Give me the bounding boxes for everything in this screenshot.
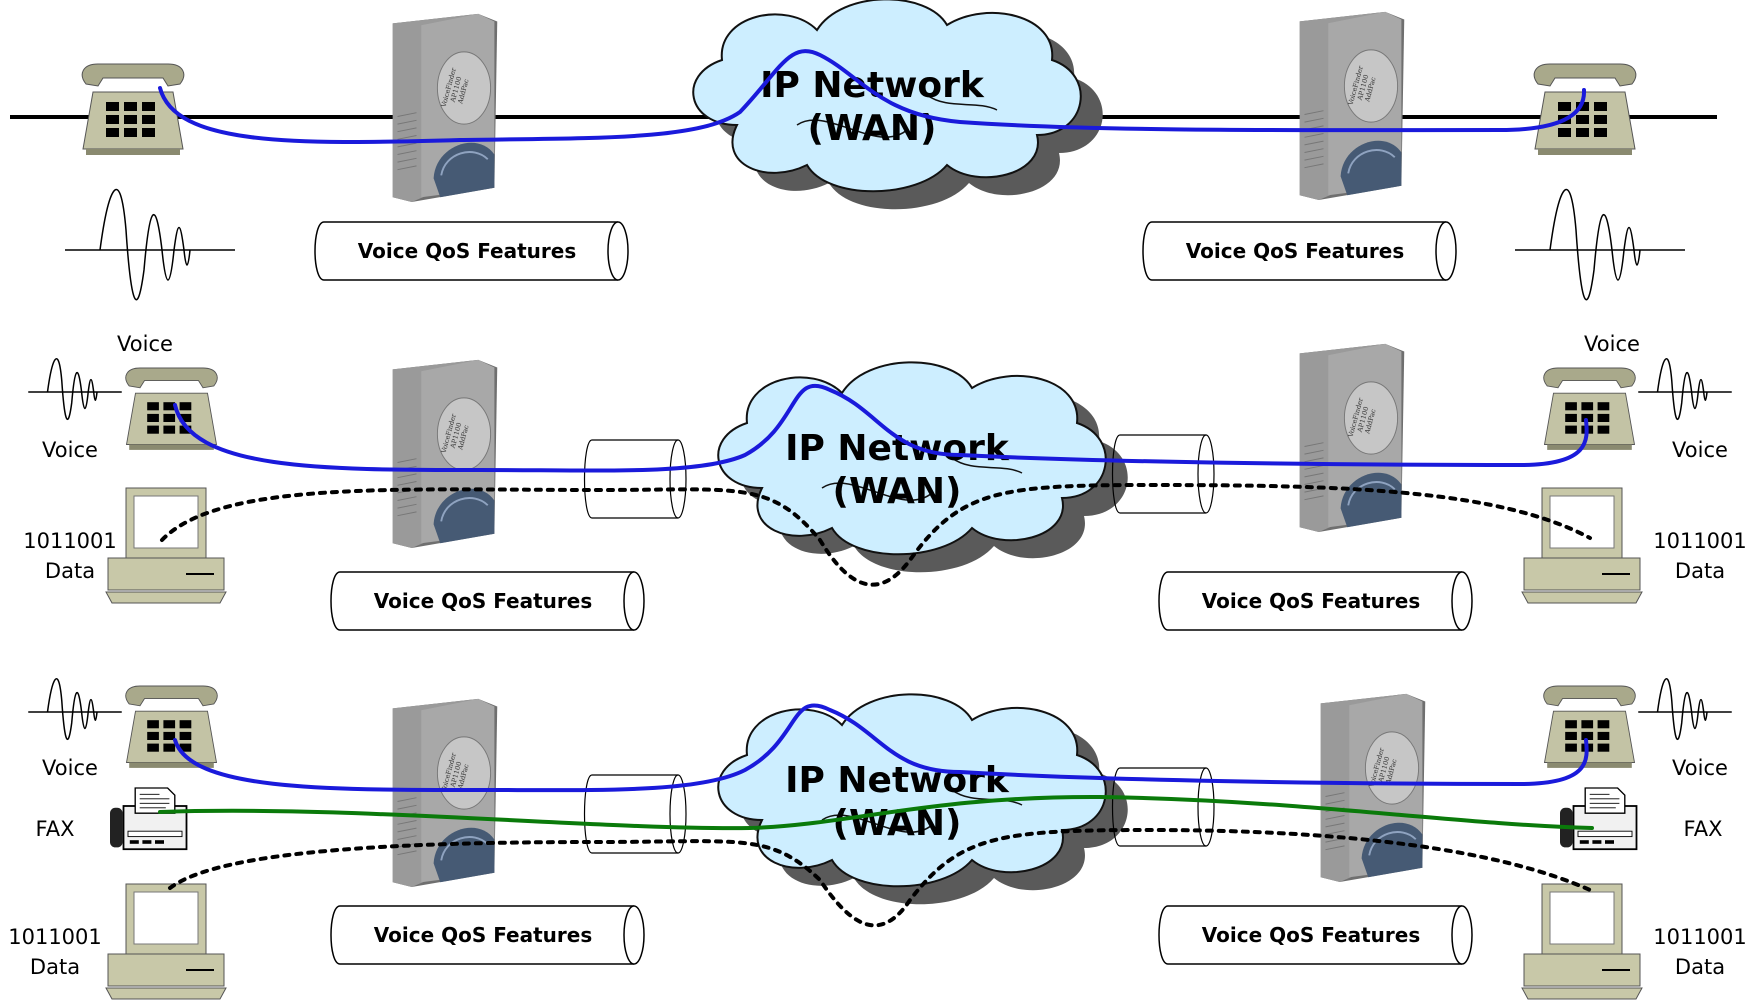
voice-qos-pipe: Voice QoS Features: [330, 571, 645, 631]
data-path: [168, 827, 1592, 928]
ip-network-cloud: IP Network(WAN): [717, 361, 1128, 573]
qos-label: Voice QoS Features: [358, 239, 577, 263]
voice-qos-pipe: Voice QoS Features: [1142, 221, 1457, 281]
computer-left: [105, 883, 227, 1000]
qos-label: Voice QoS Features: [374, 923, 593, 947]
computer-right: [1521, 883, 1643, 1000]
cloud-title: IP Network: [760, 65, 985, 106]
voice-label-left: Voice: [117, 332, 173, 356]
voice-qos-pipe: Voice QoS Features: [1158, 571, 1473, 631]
data-label-left: Data: [30, 955, 80, 979]
cloud-subtitle: (WAN): [833, 803, 962, 844]
fax-machine-right: [1559, 787, 1638, 851]
voice-waveform-left: [65, 188, 235, 301]
data-bits-label-right: 1011001: [1653, 529, 1747, 553]
data-bits-label-left: 1011001: [23, 529, 117, 553]
data-bits-label-right: 1011001: [1653, 925, 1747, 949]
small-qos-pipe: [1111, 767, 1215, 847]
computer-right: [1521, 487, 1643, 604]
voice-waveform-right: [1638, 357, 1732, 420]
ip-network-cloud: IP Network(WAN): [717, 693, 1128, 905]
cloud-subtitle: (WAN): [833, 471, 962, 512]
voice-label-right: Voice: [1584, 332, 1640, 356]
voice-label-right: Voice: [1672, 756, 1728, 780]
cloud-title: IP Network: [785, 760, 1010, 801]
data-label-left: Data: [45, 559, 95, 583]
data-path: [160, 482, 1592, 587]
data-bits-label-left: 1011001: [8, 925, 102, 949]
fax-label-left: FAX: [36, 817, 75, 841]
voice-qos-pipe: Voice QoS Features: [330, 905, 645, 965]
telephone-left: [125, 685, 218, 769]
voice-label-left: Voice: [42, 438, 98, 462]
computer-left: [105, 487, 227, 604]
fax-machine-left: [109, 787, 188, 851]
small-qos-pipe: [583, 439, 687, 519]
small-qos-pipe: [583, 774, 687, 854]
voice-path: [158, 49, 1587, 145]
qos-label: Voice QoS Features: [1202, 589, 1421, 613]
voice-waveform-left: [28, 357, 122, 420]
qos-label: Voice QoS Features: [1202, 923, 1421, 947]
voice-label-right: Voice: [1672, 438, 1728, 462]
voice-qos-pipe: Voice QoS Features: [1158, 905, 1473, 965]
voice-waveform-right: [1638, 677, 1732, 740]
data-label-right: Data: [1675, 955, 1725, 979]
fax-path: [158, 794, 1594, 831]
fax-label-right: FAX: [1684, 817, 1723, 841]
small-qos-pipe: [1111, 434, 1215, 514]
qos-label: Voice QoS Features: [374, 589, 593, 613]
voice-label-left: Voice: [42, 756, 98, 780]
telephone-left: [81, 63, 185, 156]
cloud-title: IP Network: [785, 428, 1010, 469]
telephone-left: [125, 367, 218, 451]
telephone-right: [1543, 367, 1636, 451]
voice-path: [173, 703, 1589, 793]
telephone-right: [1543, 685, 1636, 769]
qos-label: Voice QoS Features: [1186, 239, 1405, 263]
voice-path: [173, 383, 1589, 473]
voice-qos-pipe: Voice QoS Features: [314, 221, 629, 281]
voice-waveform-right: [1515, 188, 1685, 301]
data-label-right: Data: [1675, 559, 1725, 583]
voice-waveform-left: [28, 677, 122, 740]
telephone-right: [1533, 63, 1637, 156]
